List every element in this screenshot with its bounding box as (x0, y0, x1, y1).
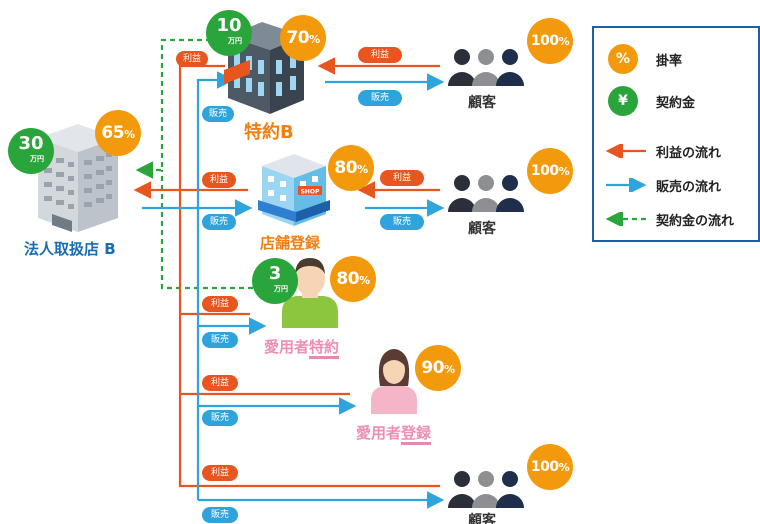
legend-fee-icon: ¥ (608, 86, 638, 116)
sales-tag-customer3: 販売 (202, 507, 238, 523)
legend-profit-row: 利益の流れ (594, 136, 758, 166)
customer2-rate-badge: 100% (527, 148, 573, 194)
legend-fee-row: ¥ 契約金 (594, 86, 758, 116)
shop-sign-text: SHOP (301, 189, 320, 196)
sales-tag-user-registered: 販売 (202, 410, 238, 426)
legend-fee-flow-arrow-icon (605, 212, 646, 226)
legend-rate-row: % 掛率 (594, 44, 758, 74)
user-special-label: 愛用者特約 (264, 336, 340, 359)
user-special-person-icon (282, 258, 338, 328)
user-registered-label-main: 愛用者 (356, 424, 402, 442)
profit-tag-shop: 利益 (202, 172, 236, 188)
legend-rate-label: 掛率 (656, 54, 683, 69)
profit-tag-customer1: 利益 (358, 47, 402, 63)
shop-label: 店舗登録 (260, 234, 321, 252)
user-registered-rate-badge: 90% (415, 345, 461, 391)
special-label: 特約B (244, 122, 294, 143)
sales-tag-shop: 販売 (202, 214, 236, 230)
customer2-people-icon (448, 175, 524, 212)
sales-tag-user-special: 販売 (202, 332, 238, 348)
profit-tag-customer3: 利益 (202, 465, 238, 481)
sales-flow-spine (196, 71, 235, 500)
sales-tag-customer2: 販売 (380, 214, 424, 230)
customer2-label: 顧客 (468, 221, 496, 237)
legend-fee-flow-row: 契約金の流れ (594, 204, 758, 234)
customer3-rate-badge: 100% (527, 444, 573, 490)
user-registered-label: 愛用者登録 (356, 422, 432, 445)
user-special-label-tail: 特約 (309, 338, 340, 359)
customer3-people-icon (448, 471, 524, 508)
legend-fee-flow-label: 契約金の流れ (656, 214, 735, 229)
customer1-label: 顧客 (468, 95, 496, 111)
legend-profit-label: 利益の流れ (656, 146, 722, 161)
legend-panel: % 掛率 ¥ 契約金 利益の流れ 販売の流れ 契約金の流れ (592, 26, 760, 242)
fee-flow-line-user-special (160, 170, 262, 290)
corporate-label: 法人取扱店 B (24, 240, 116, 258)
shop-rate-badge: 80% (328, 145, 374, 191)
special-rate-badge: 70% (280, 15, 326, 61)
legend-sales-label: 販売の流れ (656, 180, 722, 195)
user-registered-label-tail: 登録 (401, 424, 432, 445)
profit-tag-customer2: 利益 (380, 170, 424, 186)
legend-profit-arrow-icon (605, 144, 646, 158)
user-registered-person-icon (371, 349, 417, 414)
legend-rate-icon: % (608, 44, 638, 74)
profit-tag-user-special: 利益 (202, 296, 238, 312)
user-special-rate-badge: 80% (330, 256, 376, 302)
legend-sales-row: 販売の流れ (594, 170, 758, 200)
fee-flow-line-special (135, 38, 220, 179)
legend-fee-label: 契約金 (656, 96, 696, 111)
profit-tag-special: 利益 (176, 51, 208, 67)
legend-sales-arrow-icon (606, 178, 647, 192)
customer1-rate-badge: 100% (527, 18, 573, 64)
customer3-label: 顧客 (468, 513, 496, 524)
user-special-label-main: 愛用者 (264, 338, 310, 356)
corporate-rate-badge: 65% (95, 110, 141, 156)
shop-building-icon: SHOP (258, 154, 330, 226)
customer1-people-icon (448, 49, 524, 86)
sales-tag-special: 販売 (202, 106, 234, 122)
profit-tag-user-registered: 利益 (202, 375, 238, 391)
sales-tag-customer1: 販売 (358, 90, 402, 106)
